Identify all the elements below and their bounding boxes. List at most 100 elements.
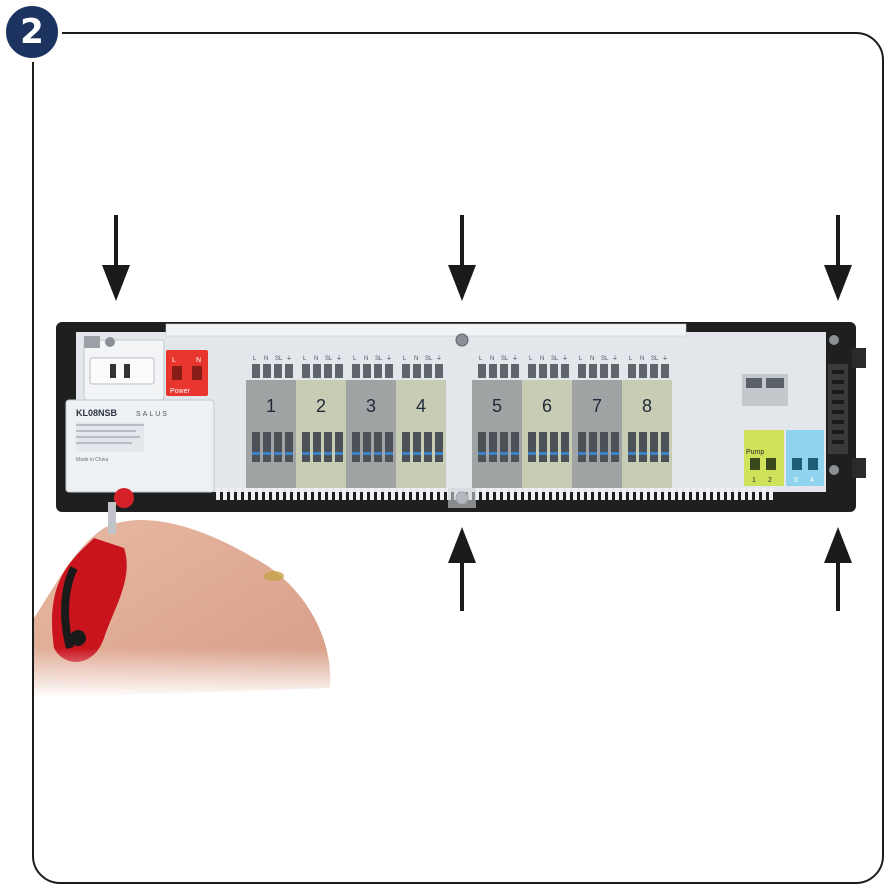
zone-terminal-bottom [550, 432, 558, 462]
zone-terminal-top [274, 364, 282, 378]
vent-slot [685, 488, 689, 500]
zone-terminal-bottom [611, 432, 619, 462]
zone-terminal-label: N [414, 356, 418, 362]
vent-slot [762, 488, 766, 500]
zone-terminal-marker [539, 452, 547, 455]
zone-terminal-bottom [252, 432, 260, 462]
zone-terminal-label: L [353, 356, 357, 362]
zone-terminal-marker [424, 452, 432, 455]
zone-terminal-label: ⏚ [386, 355, 392, 362]
vent-slot [356, 488, 360, 500]
zone-terminal-label: L [253, 356, 257, 362]
model-label: KL08NSB [76, 408, 118, 418]
zone-terminal-bottom [628, 432, 636, 462]
zone-terminal-label: SL [425, 356, 433, 362]
zone-terminal-marker [402, 452, 410, 455]
zone-terminal-bottom [500, 432, 508, 462]
vent-slot [664, 488, 668, 500]
vent-slot [734, 488, 738, 500]
zone-terminal-top [285, 364, 293, 378]
zone-terminal-top [313, 364, 321, 378]
zone-terminal-marker [252, 452, 260, 455]
vent-slot [286, 488, 290, 500]
arrow-down-right [824, 215, 852, 301]
zone-terminal-label: SL [275, 356, 283, 362]
zone-terminal-marker [489, 452, 497, 455]
zone-terminal-marker [302, 452, 310, 455]
zone-terminal-bottom [528, 432, 536, 462]
vent-slot [293, 488, 297, 500]
zone-terminal-label: SL [375, 356, 383, 362]
zone-terminal-label: N [314, 356, 318, 362]
vent-slot [678, 488, 682, 500]
zone-terminal-top [489, 364, 497, 378]
vent-slot [272, 488, 276, 500]
zone-terminal-bottom [435, 432, 443, 462]
zone-terminal-bottom [650, 432, 658, 462]
arrow-up-right [824, 527, 852, 611]
zone-terminal-bottom [285, 432, 293, 462]
zone-terminal-marker [500, 452, 508, 455]
zone-terminal-marker [528, 452, 536, 455]
vent-slot [566, 488, 570, 500]
zone-terminal-top [628, 364, 636, 378]
zone-terminal-marker [550, 452, 558, 455]
zone-terminal-label: ⏚ [562, 355, 568, 362]
zone-number-3: 3 [366, 396, 376, 416]
vent-slot [643, 488, 647, 500]
zone-terminal-top [424, 364, 432, 378]
zone-terminal-top [385, 364, 393, 378]
zone-terminal-label: N [364, 356, 368, 362]
vent-slot [671, 488, 675, 500]
zone-terminal-top [252, 364, 260, 378]
vent-slot [300, 488, 304, 500]
zone-terminal-label: N [540, 356, 544, 362]
zone-terminal-top [528, 364, 536, 378]
zone-terminal-label: SL [651, 356, 659, 362]
zone-terminal-label: N [264, 356, 268, 362]
power-terminal-block [166, 350, 208, 396]
power-terminal-n: N [196, 357, 201, 364]
zone-terminal-label: L [303, 356, 307, 362]
vent-slot [706, 488, 710, 500]
vent-slot [769, 488, 773, 500]
arrow-down-center [448, 215, 476, 301]
vent-slot [510, 488, 514, 500]
vent-slot [321, 488, 325, 500]
zone-terminal-top [589, 364, 597, 378]
zone-terminal-marker [600, 452, 608, 455]
vent-slot [377, 488, 381, 500]
vent-slot [531, 488, 535, 500]
vent-slot [307, 488, 311, 500]
vent-slot [699, 488, 703, 500]
zone-terminal-bottom [600, 432, 608, 462]
zone-number-4: 4 [416, 396, 426, 416]
zone-terminal-label: ⏚ [436, 355, 442, 362]
vent-slot [524, 488, 528, 500]
zone-terminal-top [302, 364, 310, 378]
vent-slot [405, 488, 409, 500]
vent-slot [370, 488, 374, 500]
zone-terminal-marker [263, 452, 271, 455]
vent-slot [622, 488, 626, 500]
vent-slot [650, 488, 654, 500]
power-terminal-l: L [172, 357, 176, 364]
zone-terminal-top [363, 364, 371, 378]
vent-slot [636, 488, 640, 500]
zone-terminal-marker [435, 452, 443, 455]
vent-slot [258, 488, 262, 500]
zone-terminal-top [478, 364, 486, 378]
vent-slot [559, 488, 563, 500]
zone-terminal-label: N [490, 356, 494, 362]
hand-with-screwdriver [34, 502, 334, 698]
zone-terminal-label: N [640, 356, 644, 362]
vent-slot [279, 488, 283, 500]
zone-terminal-bottom [539, 432, 547, 462]
zone-terminal-label: L [529, 356, 533, 362]
zone-terminal-bottom [402, 432, 410, 462]
vent-slot [629, 488, 633, 500]
zone-terminal-top [561, 364, 569, 378]
zone-terminal-label: SL [501, 356, 509, 362]
vent-slot [608, 488, 612, 500]
